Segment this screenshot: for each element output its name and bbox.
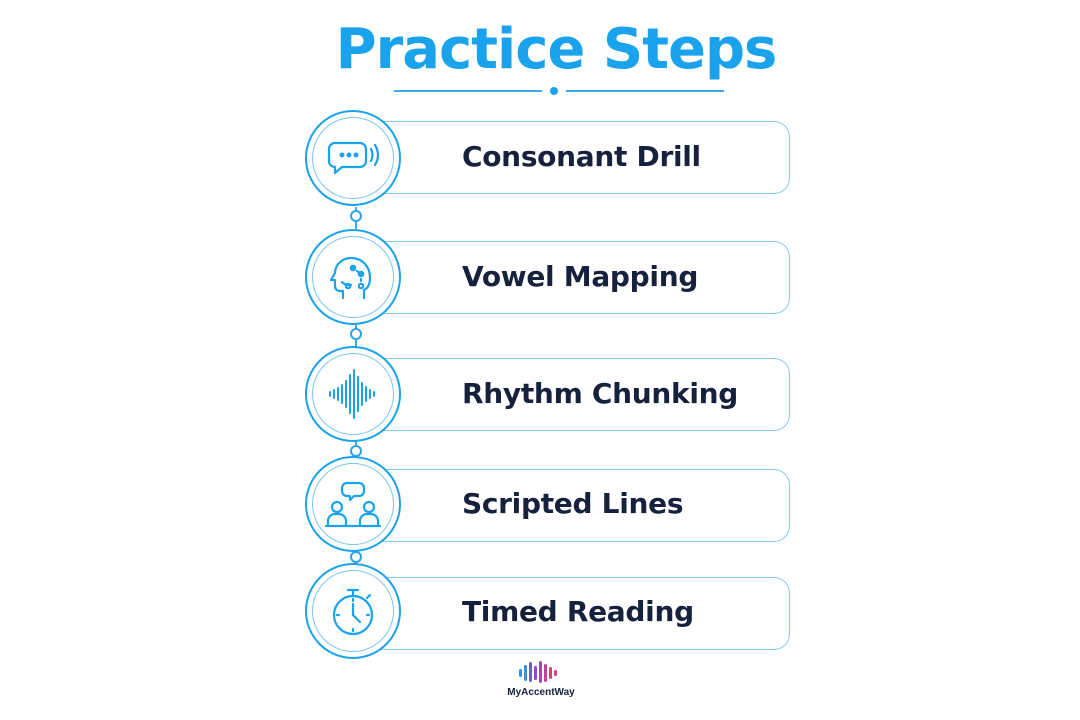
step-icon-circle-1 (305, 110, 401, 206)
step-card-rhythm-chunking (356, 358, 790, 431)
step-card-timed-reading (356, 577, 790, 650)
step-label-timed-reading: Timed Reading (462, 595, 694, 628)
step-label-vowel-mapping: Vowel Mapping (462, 260, 699, 293)
connector-dot-2 (350, 328, 362, 340)
brand-logo-icon (519, 661, 557, 683)
step-label-scripted-lines: Scripted Lines (462, 487, 684, 520)
title-divider-left (394, 90, 542, 92)
step-card-scripted-lines (356, 469, 790, 542)
step-card-consonant-drill (356, 121, 790, 194)
step-label-rhythm-chunking: Rhythm Chunking (462, 377, 739, 410)
connector-dot-1 (350, 210, 362, 222)
speech-bubble-sound-icon (327, 141, 380, 175)
title-divider-right (566, 90, 724, 92)
sound-wave-icon (329, 369, 375, 419)
step-icon-circle-4 (305, 456, 401, 552)
stopwatch-icon (332, 588, 374, 636)
step-card-vowel-mapping (356, 241, 790, 314)
connector-dot-4 (350, 551, 362, 563)
head-mouth-path-icon (329, 256, 372, 300)
two-people-conversation-icon (324, 481, 382, 528)
brand-logo-text: MyAccentWay (507, 687, 575, 698)
step-label-consonant-drill: Consonant Drill (462, 140, 701, 173)
step-icon-circle-2 (305, 229, 401, 325)
brand-logo: MyAccentWay (496, 660, 586, 698)
step-icon-circle-3 (305, 346, 401, 442)
title-divider-dot (550, 87, 558, 95)
step-icon-circle-5 (305, 563, 401, 659)
page-title: Practice Steps (335, 17, 778, 82)
